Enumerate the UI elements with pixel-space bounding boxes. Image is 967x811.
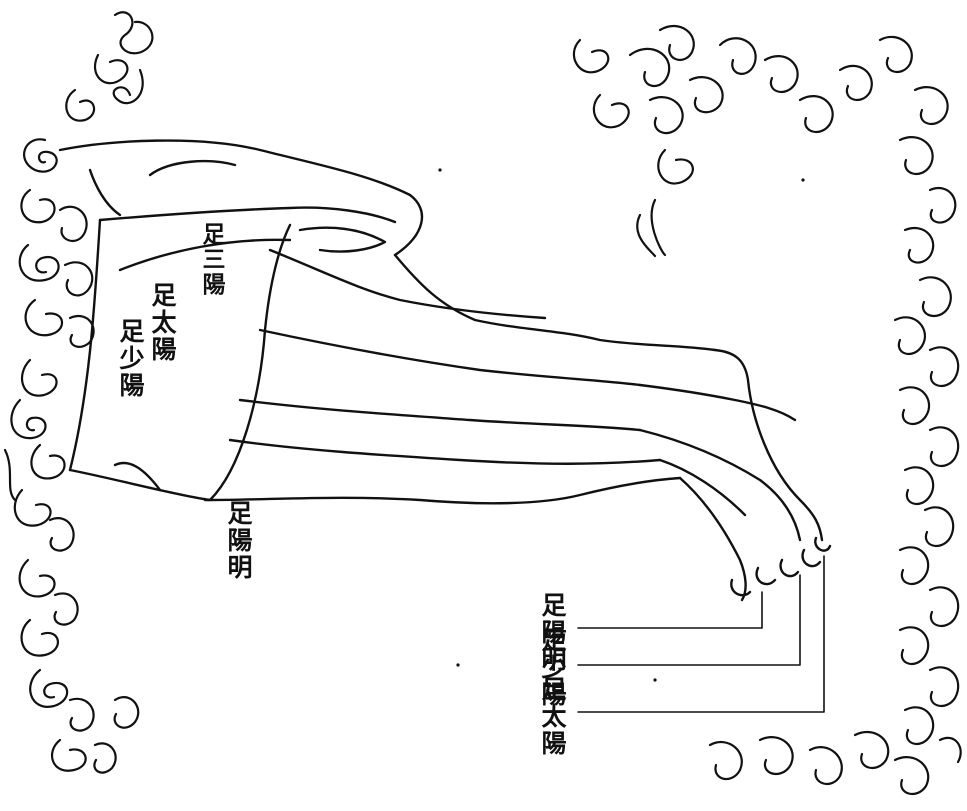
label-leg-shaoyang: 足少陽 <box>118 318 143 399</box>
label-leg-band-top: 足三陽 <box>200 222 223 297</box>
label-leg-yangming: 足陽明 <box>226 500 251 581</box>
pointer-lines <box>578 556 824 712</box>
leg-outline <box>60 141 830 600</box>
label-leg-taiyang: 足太陽 <box>150 282 175 363</box>
scattered-dots <box>438 168 804 681</box>
label-toe-taiyang: 足太陽 <box>540 676 565 757</box>
cloud-border <box>5 12 961 794</box>
